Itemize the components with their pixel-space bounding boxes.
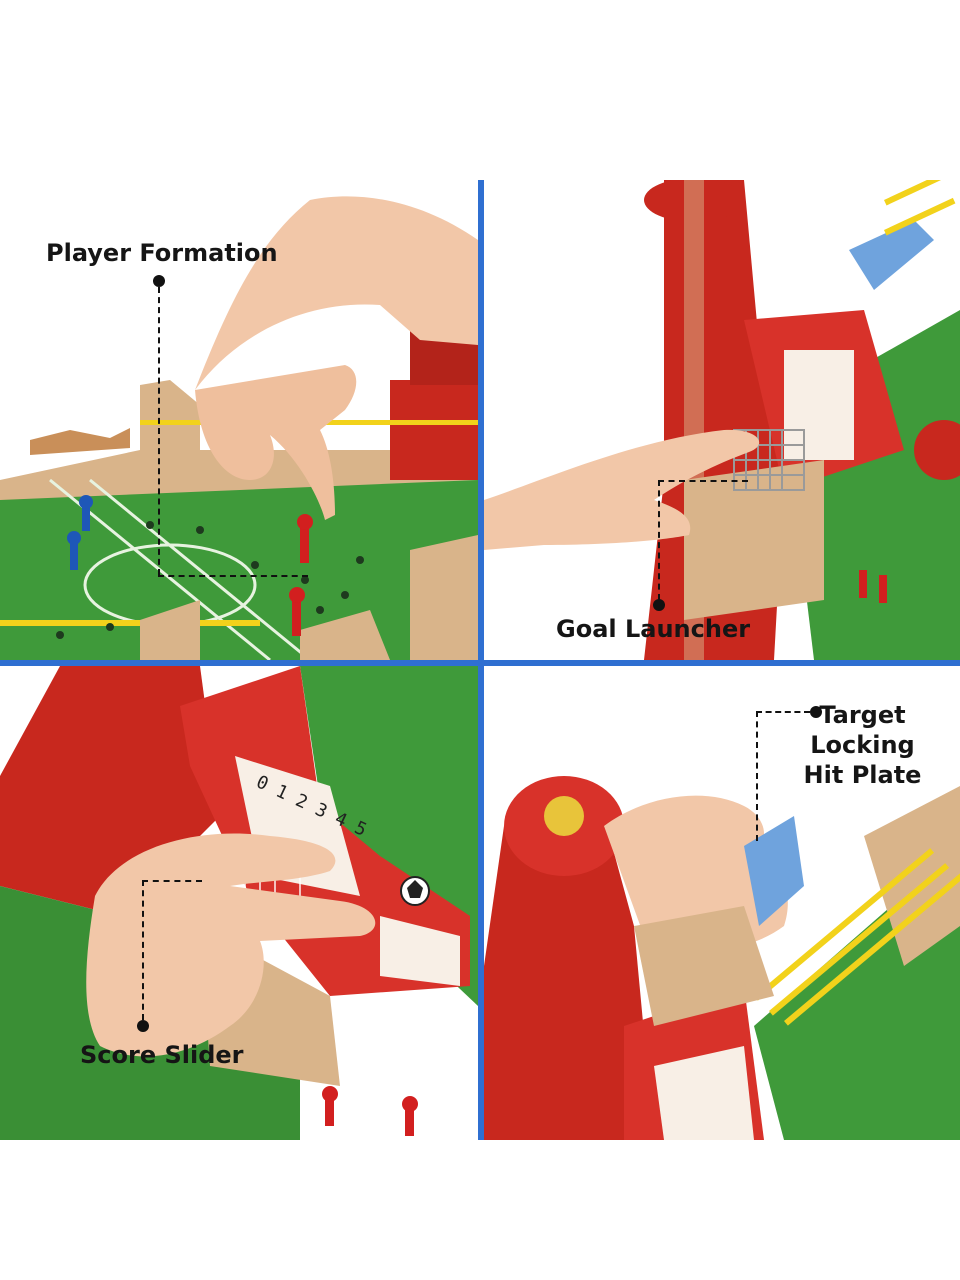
score-slider-callout-line-h (142, 880, 202, 882)
horizontal-divider (0, 660, 960, 666)
hit-plate-callout-dot (810, 706, 822, 718)
player-formation-callout-line (158, 287, 160, 575)
goal-launcher-callout-line-h (658, 480, 748, 482)
score-slider-callout-line (142, 880, 144, 1020)
photo-player-formation (0, 180, 478, 660)
goal-launcher-label: Goal Launcher (556, 615, 751, 643)
photo-score-slider: 0 1 2 3 4 5 (0, 666, 478, 1140)
goal-launcher-callout-dot (653, 599, 665, 611)
hit-plate-callout-line-h (756, 711, 810, 713)
hit-plate-scene (484, 666, 960, 1140)
photo-target-locking-hit-plate (484, 666, 960, 1140)
goal-launcher-callout-line (658, 480, 660, 600)
hit-plate-label: Target Locking Hit Plate (803, 701, 922, 789)
player-formation-scene (0, 180, 478, 660)
score-slider-scene: 0 1 2 3 4 5 (0, 666, 478, 1140)
player-formation-callout-dot (153, 275, 165, 287)
photo-goal-launcher (484, 180, 960, 660)
score-slider-callout-dot (137, 1020, 149, 1032)
hit-plate-callout-line (756, 711, 758, 841)
goal-launcher-scene (484, 180, 960, 660)
player-formation-callout-line-h (158, 575, 308, 577)
score-slider-label: Score Slider (80, 1041, 244, 1069)
player-formation-label: Player Formation (46, 239, 278, 267)
